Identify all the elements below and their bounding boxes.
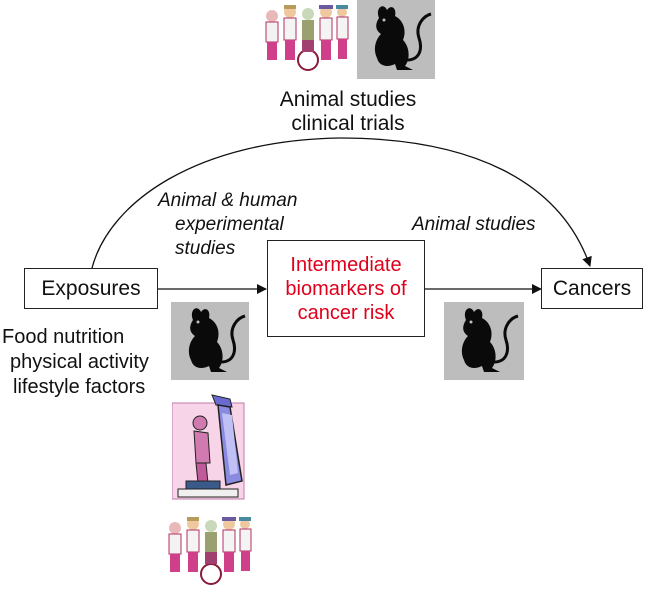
mouse-icon — [171, 302, 249, 380]
people-group-icon — [165, 514, 253, 590]
exposures-node: Exposures — [24, 268, 158, 309]
exposure-factor-line3: lifestyle factors — [13, 376, 146, 398]
cancers-label: Cancers — [552, 276, 632, 300]
exposures-label: Exposures — [41, 276, 141, 300]
intermediate-biomarkers-node: Intermediate biomarkers of cancer risk — [267, 240, 425, 337]
microscope-scientist-icon — [172, 393, 250, 501]
top-caption-line1: Animal studies — [279, 88, 417, 111]
intermediate-line1: Intermediate — [290, 253, 402, 276]
right-caption: Animal studies — [412, 214, 536, 235]
people-group-icon — [262, 2, 350, 76]
intermediate-line3: cancer risk — [297, 301, 395, 324]
cancers-node: Cancers — [541, 268, 643, 309]
arc-exposures-to-cancers — [91, 137, 592, 269]
exposure-factor-line1: Food nutrition — [2, 326, 125, 348]
mouse-icon — [444, 302, 524, 380]
left-caption-line1: Animal & human — [158, 190, 298, 211]
intermediate-line2: biomarkers of — [285, 277, 407, 300]
left-caption-line2: experimental — [175, 214, 284, 235]
left-caption-line3: studies — [175, 238, 236, 259]
top-caption-line2: clinical trials — [291, 112, 405, 135]
mouse-icon — [357, 0, 435, 79]
exposure-factor-line2: physical activity — [10, 351, 149, 373]
